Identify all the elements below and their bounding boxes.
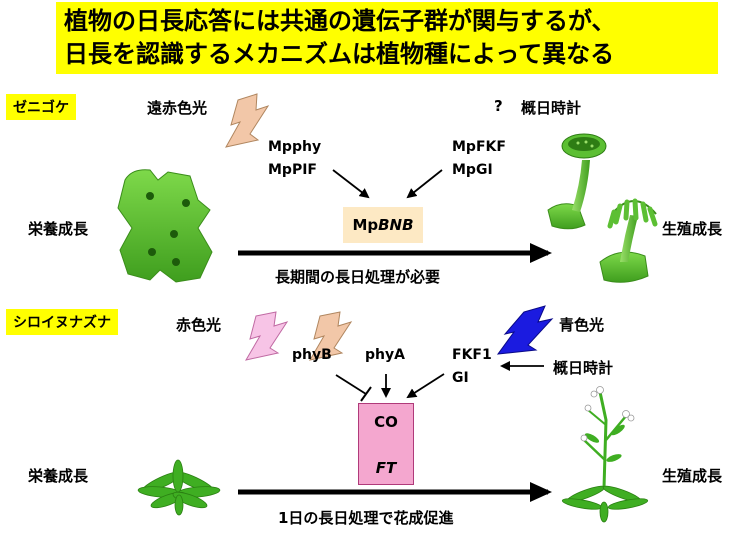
- circadian-clock-label: 概日時計: [521, 99, 582, 117]
- title-line-2: 日長を認識するメカニズムは植物種によって異なる: [64, 40, 615, 68]
- gene-mppif: MpPIF: [268, 162, 317, 178]
- marchantia-reproductive-label: 生殖成長: [662, 220, 723, 238]
- blue-lightning-bolt-icon: [496, 305, 554, 355]
- red-lightning-bolt-icon: [244, 311, 289, 361]
- marchantia-label: ゼニゴケ: [6, 94, 76, 120]
- gene-co: CO: [374, 413, 398, 431]
- title-banner: 植物の日長応答には共通の遺伝子群が関与するが、 日長を認識するメカニズムは植物種…: [56, 2, 718, 74]
- far-red-lightning-bolt-icon-2: [308, 311, 353, 361]
- mpbnb-gene: BNB: [378, 216, 414, 234]
- arabidopsis-arrow-caption: 1日の長日処理で花成促進: [278, 509, 454, 527]
- phyB-inhibits-co: [335, 374, 372, 402]
- marchantia-arrow-caption: 長期間の長日処理が必要: [275, 268, 441, 286]
- question-mark: ?: [494, 97, 503, 115]
- liverwort-thallus-icon: [117, 169, 213, 283]
- blue-light-label: 青色光: [559, 316, 605, 334]
- flowering-plant-icon: [561, 386, 649, 523]
- mpbnb-box: MpBNB: [343, 207, 423, 243]
- gene-mpfkf: MpFKF: [452, 139, 506, 155]
- antheridiophore-icon: [547, 133, 607, 230]
- gene-fkf1: FKF1: [452, 347, 492, 363]
- co-ft-box: [358, 403, 414, 485]
- arabidopsis-reproductive-label: 生殖成長: [662, 467, 723, 485]
- gene-gi: GI: [452, 370, 469, 386]
- arrow-mpfkf-to-bnb: [406, 169, 443, 199]
- far-red-lightning-bolt-icon: [225, 93, 270, 148]
- mpbnb-prefix: Mp: [352, 216, 379, 234]
- arrow-mpphy-to-bnb: [332, 169, 370, 199]
- title-line-1: 植物の日長応答には共通の遺伝子群が関与するが、: [64, 7, 616, 35]
- marchantia-light-genes: Mpphy MpPIF: [268, 136, 321, 182]
- marchantia-vegetative-label: 栄養成長: [28, 220, 89, 238]
- arabidopsis-vegetative-label: 栄養成長: [28, 467, 89, 485]
- gene-mpgi: MpGI: [452, 162, 493, 178]
- marchantia-clock-genes: MpFKF MpGI: [452, 136, 506, 182]
- gene-phyB: phyB: [292, 347, 332, 363]
- rosette-plant-icon: [137, 459, 221, 516]
- far-red-light-label: 遠赤色光: [147, 99, 208, 117]
- arrow-fkf1-to-co: [406, 373, 445, 399]
- red-light-label: 赤色光: [176, 316, 222, 334]
- gene-phyA: phyA: [365, 347, 405, 363]
- arabidopsis-label: シロイヌナズナ: [6, 309, 118, 335]
- gene-ft: FT: [375, 459, 397, 477]
- arabidopsis-circadian-clock-label: 概日時計: [553, 359, 614, 377]
- archegoniophore-icon: [599, 198, 658, 283]
- gene-mpphy: Mpphy: [268, 139, 322, 155]
- arabidopsis-clock-genes: FKF1 GI: [452, 344, 492, 390]
